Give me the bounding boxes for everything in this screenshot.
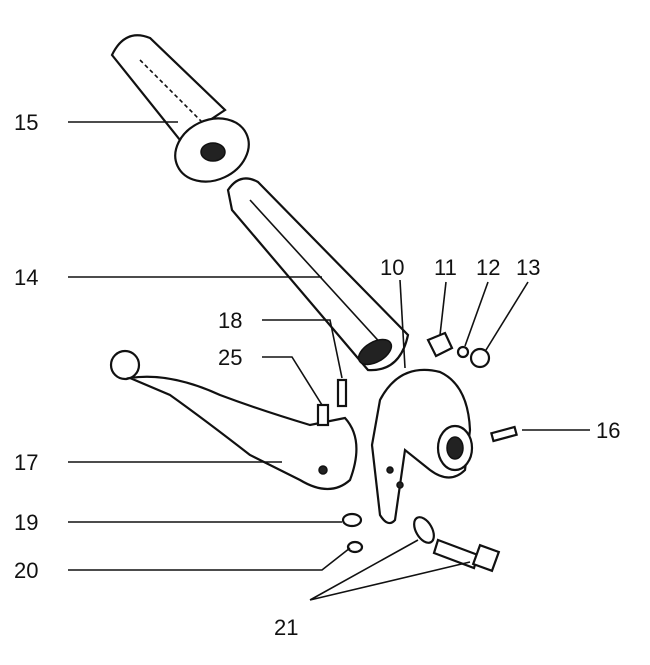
part-tube [226,177,410,372]
part-lever [109,349,358,491]
label-20: 20 [14,558,38,583]
leader-25 [262,356,323,406]
part-grip [110,34,250,183]
part-clamp-body [370,368,474,525]
part-adjuster-21 [413,516,501,573]
part-nut-13 [469,347,491,369]
label-19: 19 [14,510,38,535]
leader-20 [68,547,351,571]
leader-21 [309,539,471,601]
leader-13 [485,281,529,351]
label-21: 21 [274,615,298,640]
label-13: 13 [516,255,540,280]
label-15: 15 [14,110,38,135]
part-screw-16 [490,425,518,443]
leader-12 [464,281,489,347]
part-pin-25 [316,403,330,427]
label-10: 10 [380,255,404,280]
label-18: 18 [218,308,242,333]
part-wing-nut [426,331,454,358]
label-16: 16 [596,418,620,443]
label-17: 17 [14,450,38,475]
part-pin-18 [336,378,348,408]
leader-10 [399,279,406,369]
part-nut-20 [346,540,364,554]
label-14: 14 [14,265,38,290]
label-11: 11 [434,255,457,280]
part-washer-19 [341,512,363,528]
leader-11 [439,281,447,336]
leader-18 [262,319,343,379]
part-washer-12 [456,345,470,359]
label-12: 12 [476,255,500,280]
label-25: 25 [218,345,242,370]
